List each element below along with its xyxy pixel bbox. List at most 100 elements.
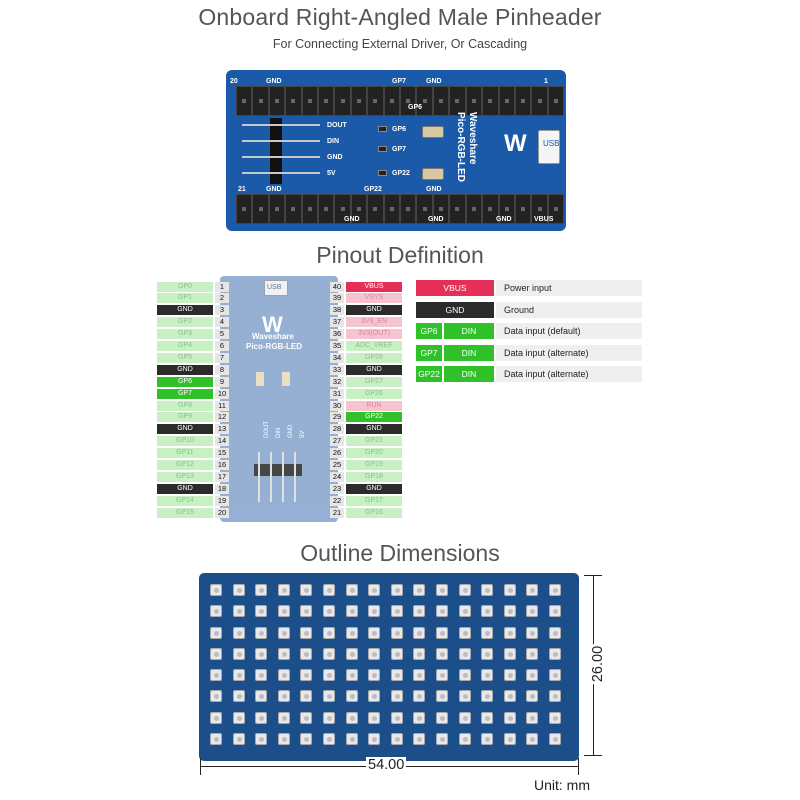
- rgb-led: [503, 711, 516, 724]
- rgb-led: [435, 690, 448, 703]
- rgb-led: [458, 584, 471, 596]
- led-cell: [275, 665, 295, 686]
- rgb-led: [390, 733, 403, 746]
- rgb-led: [503, 584, 516, 596]
- led-cell: [501, 623, 521, 644]
- resistor-gp7: [378, 146, 387, 152]
- rgb-led: [322, 584, 335, 596]
- resistor-label-gp7: GP7: [392, 146, 407, 153]
- led-cell: [501, 708, 521, 729]
- led-cell: [230, 708, 250, 729]
- pin-name: GP26: [346, 388, 402, 399]
- pin-number: 36: [330, 329, 344, 340]
- pin-number: 1: [215, 281, 229, 292]
- pin-name: GP14: [157, 495, 213, 506]
- rgb-led: [503, 626, 516, 639]
- rgb-led: [277, 605, 290, 618]
- rgb-led: [232, 647, 245, 660]
- capacitor-2: [422, 168, 444, 180]
- header-pin-socket: [236, 86, 253, 116]
- header-label-gnd: GND: [327, 154, 343, 161]
- pico-header-pin-1: [258, 452, 260, 502]
- led-cell: [365, 601, 385, 622]
- rgb-led: [368, 626, 381, 639]
- definition-function: DIN: [444, 366, 494, 382]
- rgb-led: [255, 733, 268, 746]
- rgb-led: [458, 690, 471, 703]
- led-cell: [433, 708, 453, 729]
- rgb-led: [210, 711, 222, 724]
- pin-name: GP1: [157, 293, 213, 304]
- rgb-led: [232, 690, 245, 703]
- rgb-led: [458, 626, 471, 639]
- header-pin-socket: [400, 86, 417, 116]
- rgb-led: [345, 711, 358, 724]
- rgb-led: [413, 669, 426, 682]
- pin-name: ADC_VREF: [346, 341, 402, 351]
- rgb-led: [481, 733, 494, 746]
- header-pin-socket: [334, 86, 351, 116]
- header-pin-socket: [465, 194, 483, 224]
- pin-name: GP18: [346, 471, 402, 482]
- rgb-led: [413, 733, 426, 746]
- rgb-led: [548, 647, 561, 660]
- rgb-led: [277, 711, 290, 724]
- pin-name: 3V3_EN: [346, 317, 402, 328]
- header-pin-socket: [383, 86, 401, 116]
- pico-header-pin-3: [282, 452, 284, 502]
- header-title: Onboard Right-Angled Male Pinheader: [198, 4, 602, 30]
- led-matrix-board: [199, 573, 579, 761]
- led-cell: [320, 601, 340, 622]
- header-pin-socket: [285, 86, 302, 116]
- rgb-led: [210, 584, 222, 596]
- pin-name: GP28: [346, 352, 402, 363]
- rgb-led: [413, 690, 426, 703]
- rgb-led: [435, 584, 448, 596]
- rgb-led: [413, 711, 426, 724]
- pin-number: 2: [215, 293, 229, 304]
- pin-number: 28: [330, 424, 344, 435]
- led-cell: [252, 729, 272, 750]
- pin-number: 35: [330, 341, 344, 351]
- rgb-led: [368, 647, 381, 660]
- led-cell: [343, 665, 363, 686]
- pin-name: GND: [346, 364, 402, 375]
- rgb-led: [548, 711, 561, 724]
- definition-pin: GP7: [416, 344, 442, 361]
- header-pin-socket: [268, 86, 286, 116]
- rgb-led: [232, 605, 245, 618]
- rgb-led: [503, 647, 516, 660]
- pinout-title: Pinout Definition: [316, 242, 484, 268]
- definition-description: Data input (default): [496, 323, 642, 339]
- led-cell: [320, 644, 340, 665]
- rgb-led: [255, 605, 268, 618]
- unit-label: Unit: mm: [534, 777, 590, 793]
- header-pin-socket: [498, 194, 515, 224]
- definition-pin: GP6: [416, 323, 442, 339]
- bottom-pin-header: [236, 194, 565, 224]
- led-cell: [433, 644, 453, 665]
- definition-description: Data input (alternate): [496, 344, 642, 361]
- led-cell: [410, 729, 430, 750]
- led-cell: [343, 580, 363, 601]
- outline-title: Outline Dimensions: [300, 540, 500, 566]
- rgb-led: [277, 584, 290, 596]
- led-cell: [297, 623, 317, 644]
- rgb-led: [435, 711, 448, 724]
- pico-header-pin-4: [294, 452, 296, 502]
- led-cell: [523, 708, 543, 729]
- led-cell: [365, 623, 385, 644]
- rgb-led: [277, 626, 290, 639]
- rgb-led: [368, 733, 381, 746]
- pin-name: 3V3(OUT): [346, 329, 402, 340]
- rgb-led: [368, 690, 381, 703]
